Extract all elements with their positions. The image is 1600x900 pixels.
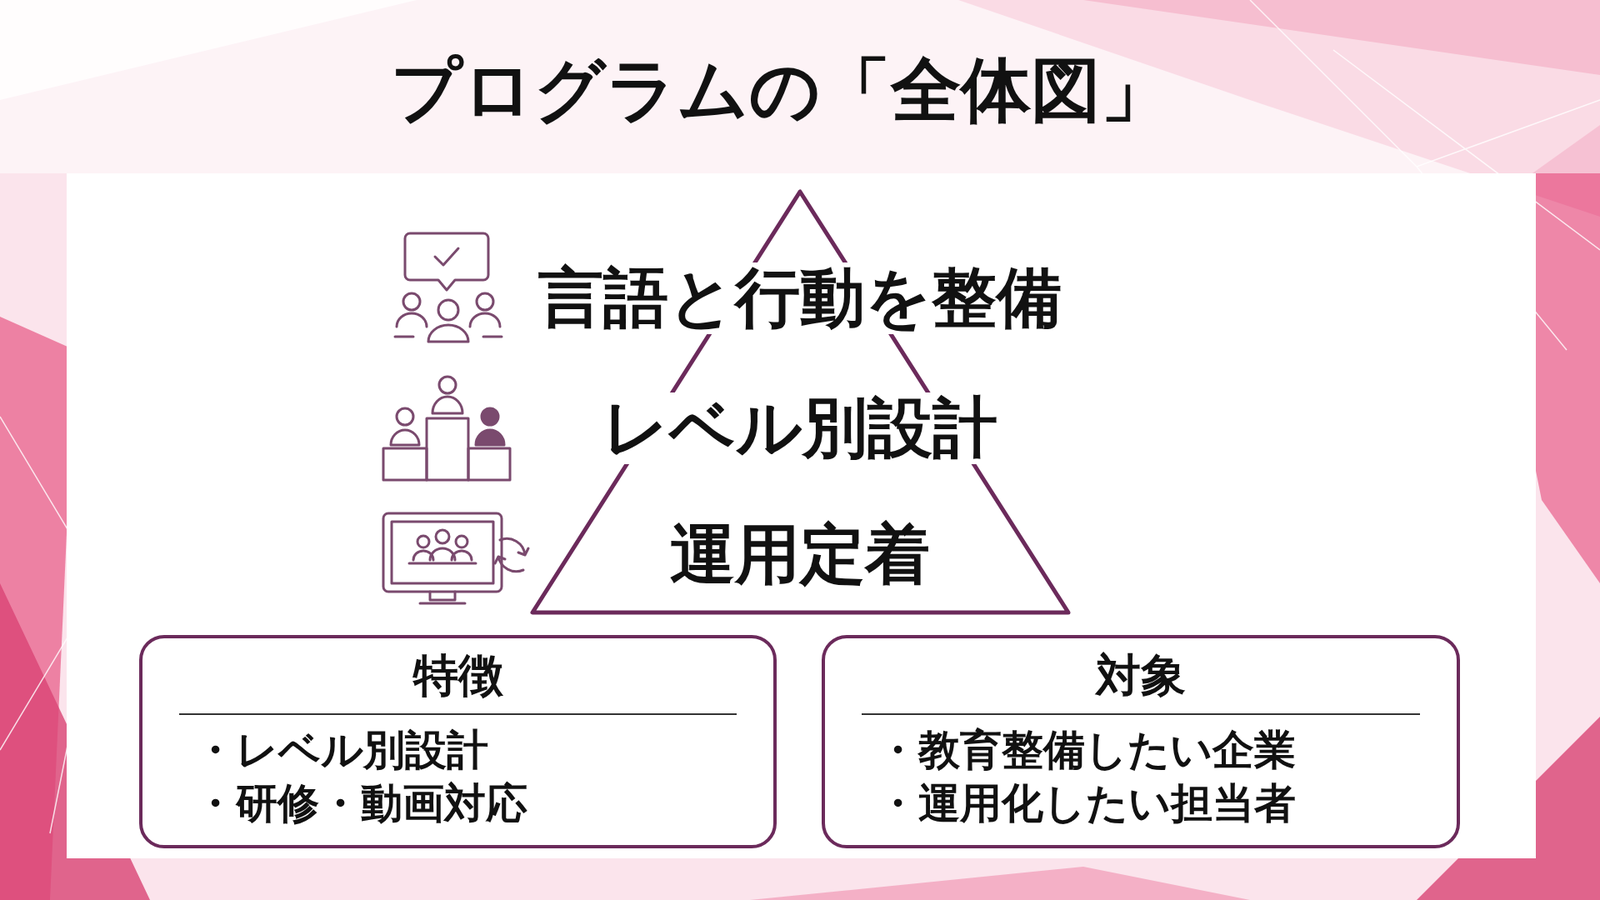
tier-label: レベル別設計 xyxy=(597,392,1003,465)
box-heading: 対象 xyxy=(858,650,1424,702)
title-band xyxy=(0,0,1600,174)
heading-divider xyxy=(179,713,737,715)
podium-icon xyxy=(383,376,510,480)
tier-label: 運用定着 xyxy=(665,519,935,591)
info-box: 対象・教育整備したい企業・運用化したい担当者 xyxy=(821,635,1460,849)
heading-divider xyxy=(861,713,1420,715)
content-panel xyxy=(66,173,1536,859)
bullet-item: ・レベル別設計 xyxy=(175,723,740,777)
pink-facet xyxy=(750,866,1250,900)
tier-label: 言語と行動を整備 xyxy=(533,262,1067,335)
monitor-icon xyxy=(383,513,529,604)
info-box: 特徴・レベル別設計・研修・動画対応 xyxy=(139,635,777,849)
title: プログラムの「全体図」 xyxy=(390,51,1171,129)
bullet-item: ・運用化したい担当者 xyxy=(858,776,1424,830)
box-heading: 特徴 xyxy=(175,650,740,702)
pyramid-tier: レベル別設計 xyxy=(597,392,1003,465)
bullet-item: ・教育整備したい企業 xyxy=(858,723,1424,777)
pyramid-outline xyxy=(532,191,1069,613)
meeting-icon xyxy=(395,233,502,342)
pyramid-tier: 運用定着 xyxy=(665,519,935,591)
bullet-item: ・研修・動画対応 xyxy=(175,776,740,830)
pyramid-tier: 言語と行動を整備 xyxy=(533,262,1067,335)
